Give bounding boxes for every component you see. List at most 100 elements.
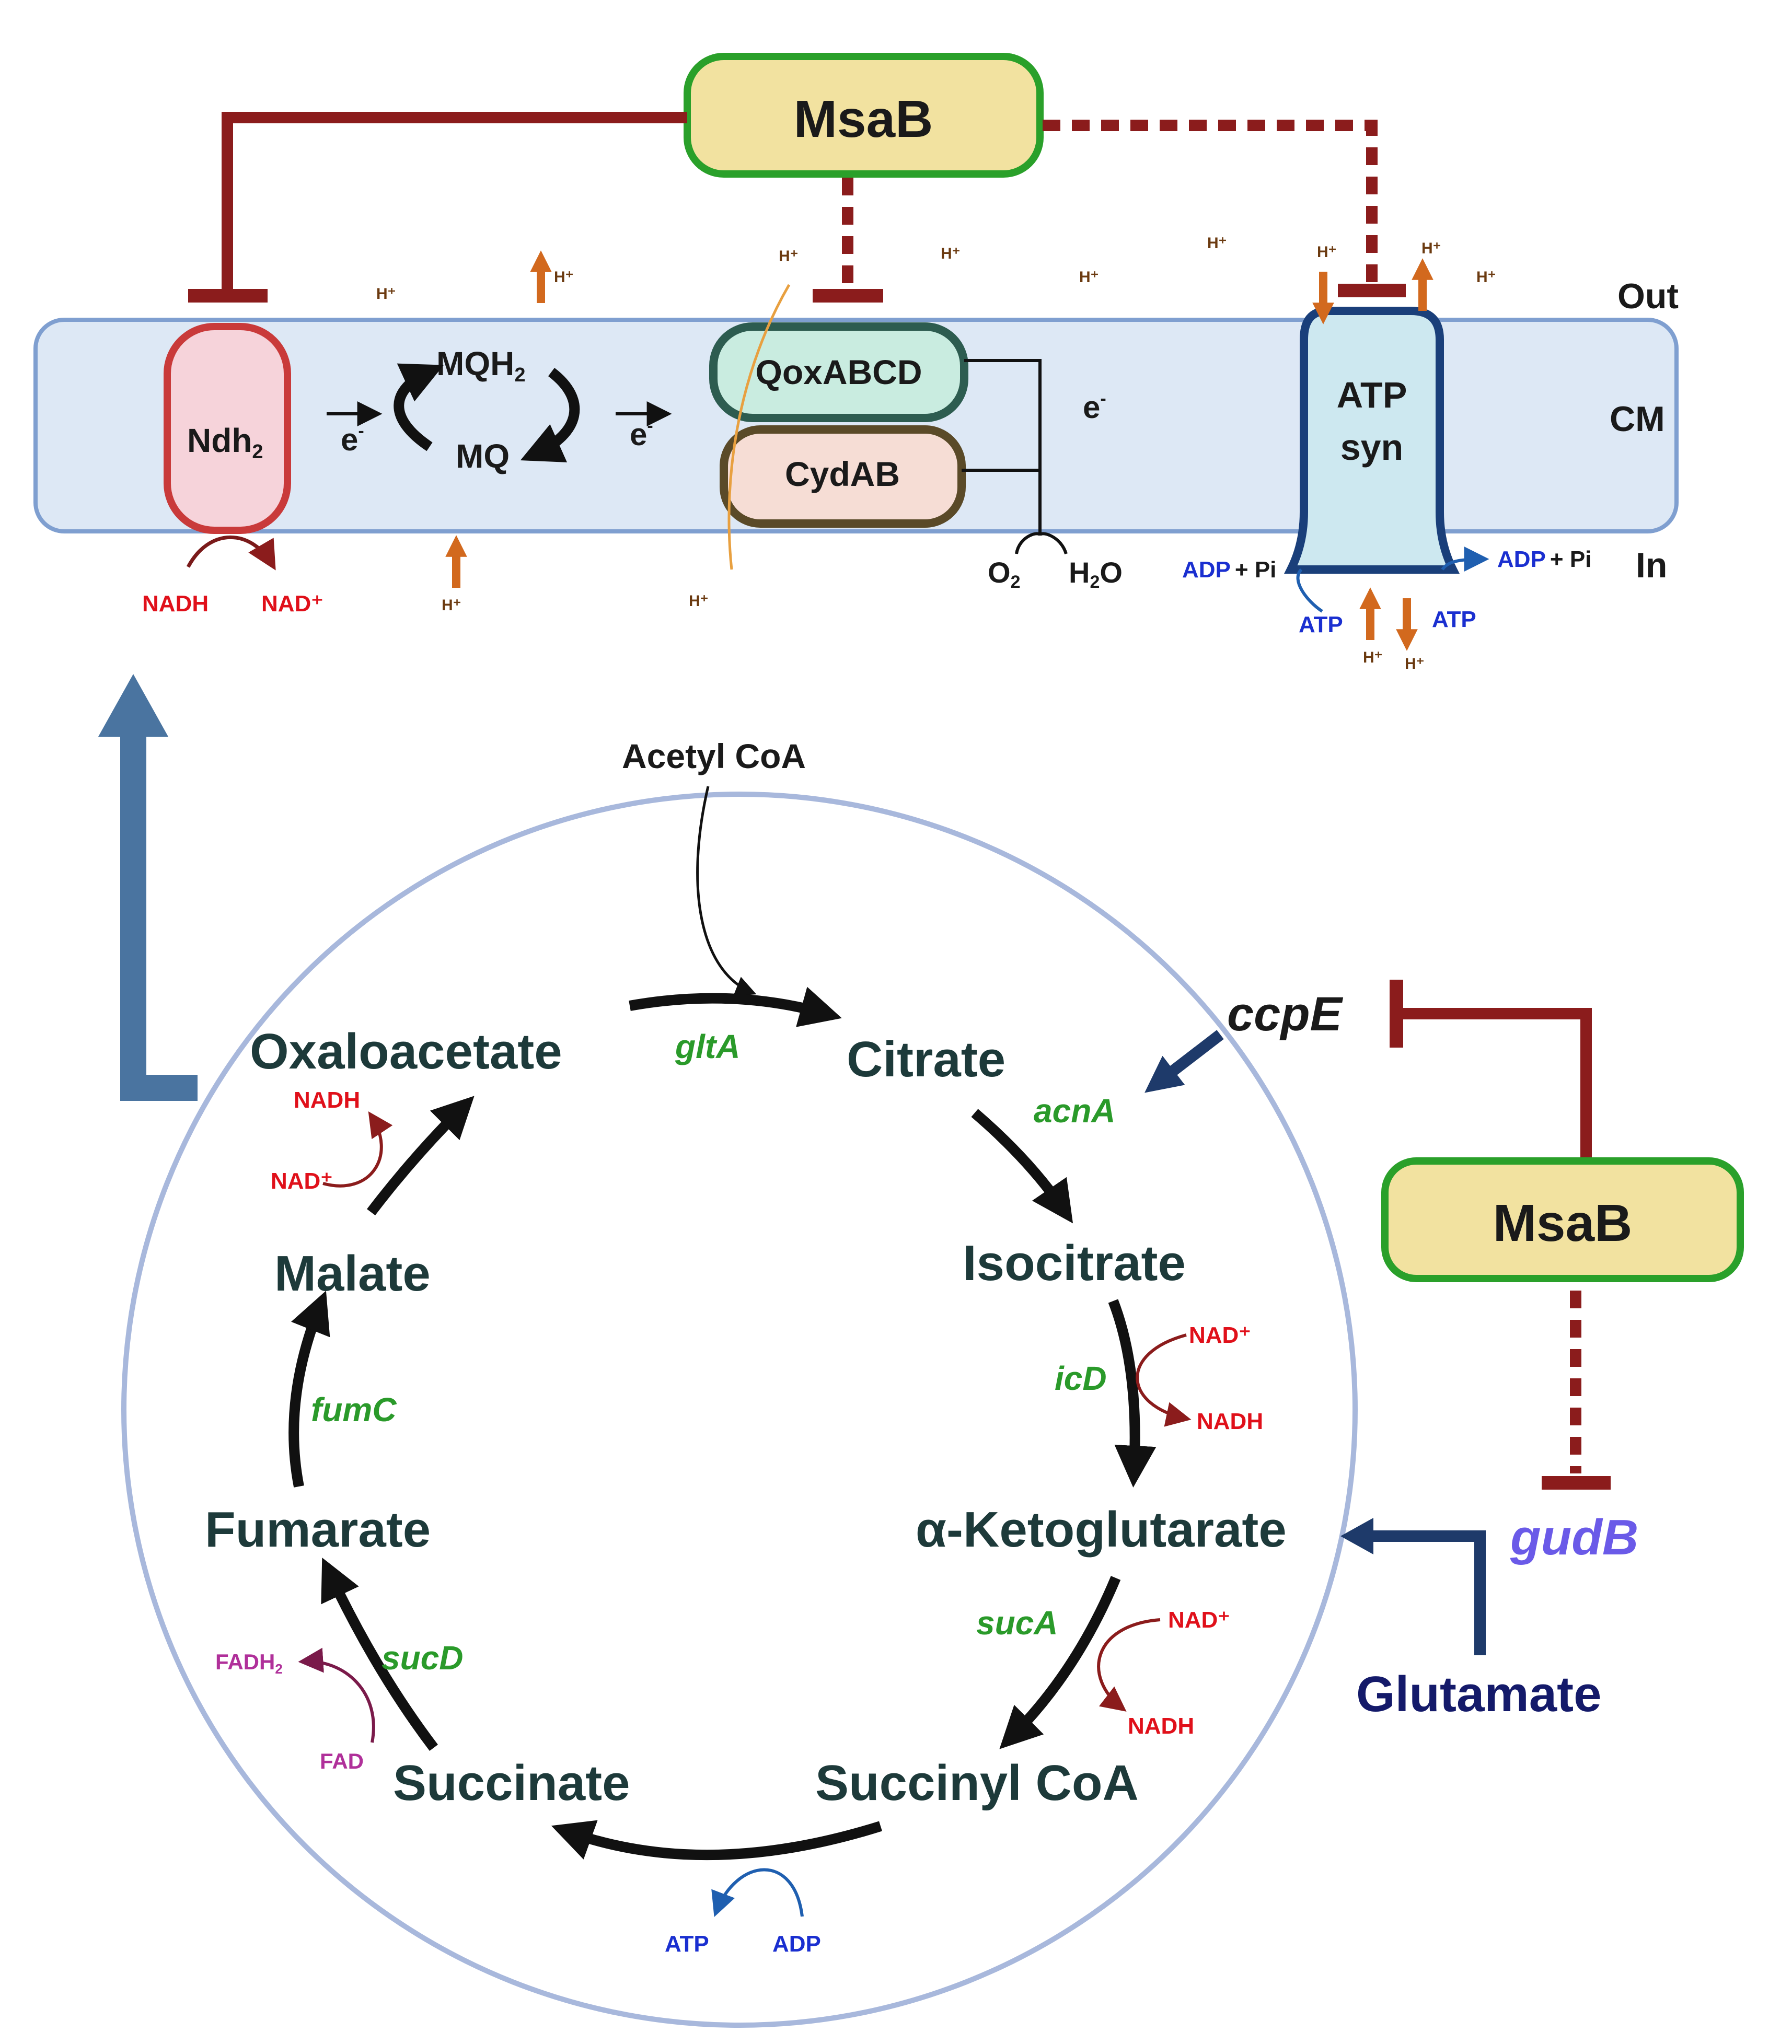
tca-atp-label: ATP <box>665 1931 709 1957</box>
mqh2-label: MQH2 <box>436 345 525 386</box>
tca-cycle-circle <box>121 792 1358 2028</box>
sucA-arrow <box>999 1576 1121 1749</box>
nadplus-label-membrane: NAD⁺ <box>261 591 323 617</box>
mq-label: MQ <box>456 437 510 475</box>
qox-output-line <box>964 359 1042 536</box>
acnA-label: acnA <box>1034 1092 1116 1130</box>
msab-inhibit-ccpE <box>1401 1008 1592 1161</box>
acnA-arrow <box>971 1109 1073 1224</box>
gudB-label: gudB <box>1510 1509 1638 1565</box>
h-plus-13: H⁺ <box>1405 655 1425 672</box>
msab-inhibit-atpsyn <box>1043 120 1378 282</box>
fumC-arrow <box>288 1291 330 1488</box>
h-plus-10: H⁺ <box>442 597 461 614</box>
icD-label: icD <box>1055 1360 1107 1397</box>
tca-adp-label: ADP <box>772 1931 821 1957</box>
in-label: In <box>1636 545 1667 585</box>
h-plus-4: H⁺ <box>941 245 961 262</box>
atp-right: ATP <box>1432 607 1476 632</box>
h-plus-5: H⁺ <box>1079 269 1099 286</box>
e-label-2: e- <box>630 416 653 452</box>
ccpE-to-citrate-arrow <box>1144 1030 1224 1093</box>
succinate-label: Succinate <box>393 1755 630 1811</box>
h2o-label: H2O <box>1069 556 1123 592</box>
e-label-1: e- <box>341 421 364 457</box>
sucA-nadh: NADH <box>1128 1713 1194 1739</box>
fumC-label: fumC <box>311 1391 397 1429</box>
h-plus-6: H⁺ <box>1207 235 1227 252</box>
o2-h2o-fork <box>1015 532 1068 554</box>
tca-to-membrane-arrow <box>120 729 198 1101</box>
h-plus-12: H⁺ <box>1363 649 1383 666</box>
gltA-arrow <box>629 986 842 1027</box>
succinyl-coa-label: Succinyl CoA <box>815 1755 1139 1811</box>
atp-synthesis-right-arc <box>1441 547 1489 572</box>
icD-nadplus: NAD⁺ <box>1189 1322 1251 1348</box>
atp-synthesis-left-arc <box>1296 568 1323 613</box>
e-label-3: e- <box>1083 389 1106 425</box>
sucA-nadplus: NAD⁺ <box>1168 1607 1230 1633</box>
fad-label: FAD <box>320 1749 364 1773</box>
h-plus-9: H⁺ <box>1476 269 1496 286</box>
qoxabcd-complex <box>709 322 968 422</box>
icD-redox-arc <box>1136 1333 1192 1427</box>
gltA-label: gltA <box>675 1028 740 1065</box>
adp-pi-right: ADP+ Pi <box>1497 547 1591 572</box>
atp-left: ATP <box>1299 612 1343 637</box>
icD-arrow <box>1108 1299 1157 1488</box>
isocitrate-label: Isocitrate <box>963 1235 1186 1291</box>
h-plus-8: H⁺ <box>1421 240 1441 257</box>
sucA-label: sucA <box>976 1604 1058 1642</box>
glutamate-label: Glutamate <box>1356 1666 1601 1722</box>
succinyl-to-succinate-arrow <box>551 1820 882 1861</box>
fad-redox-arc <box>298 1647 375 1743</box>
msab-inhibit-ndh2 <box>222 112 687 294</box>
o2-label: O2 <box>988 556 1020 592</box>
malate-redox-arc <box>322 1111 393 1188</box>
adp-pi-left: ADP+ Pi <box>1182 557 1276 583</box>
h-plus-3: H⁺ <box>779 248 799 265</box>
mq-cycle-left-arrow <box>394 363 444 451</box>
ndh2-protein <box>164 323 291 534</box>
acetyl-coa-arrow <box>696 786 757 996</box>
oxaloacetate-label: Oxaloacetate <box>250 1024 562 1079</box>
h-plus-7: H⁺ <box>1317 243 1337 261</box>
nadh-reaction-arc <box>186 535 276 571</box>
fumarate-label: Fumarate <box>205 1502 431 1558</box>
malate-nadplus: NAD⁺ <box>271 1168 333 1194</box>
akg-label: α-Ketoglutarate <box>916 1502 1287 1558</box>
malate-label: Malate <box>274 1246 431 1302</box>
atp-syn-label-2: syn <box>1340 427 1404 468</box>
malate-to-oxaloacetate-arrow <box>367 1096 475 1216</box>
cydab-label: CydAB <box>785 455 900 493</box>
fadh2-label: FADH2 <box>215 1650 283 1677</box>
proton-channel-line <box>727 284 791 570</box>
h-plus-1: H⁺ <box>376 285 396 303</box>
h-plus-2: H⁺ <box>554 269 574 286</box>
icD-nadh: NADH <box>1197 1409 1263 1434</box>
citrate-label: Citrate <box>847 1031 1005 1087</box>
nadh-label-membrane: NADH <box>142 591 209 617</box>
glutamate-to-akg-arrow <box>1369 1530 1486 1655</box>
sucA-redox-arc <box>1097 1618 1161 1712</box>
tca-to-membrane-arrowhead <box>98 674 168 737</box>
ccpE-label: ccpE <box>1227 988 1344 1041</box>
msab-right-label: MsaB <box>1493 1194 1633 1252</box>
cydab-complex <box>720 425 966 528</box>
atp-syn-label-1: ATP <box>1337 375 1407 415</box>
glutamate-arrowhead <box>1340 1518 1373 1554</box>
ndh2-label: Ndh2 <box>187 422 263 463</box>
atp-synthase <box>1284 307 1460 574</box>
sucD-arrow <box>321 1558 438 1751</box>
qoxabcd-label: QoxABCD <box>755 353 922 391</box>
h-plus-11: H⁺ <box>689 593 709 610</box>
cm-label: CM <box>1610 399 1665 439</box>
out-label: Out <box>1617 276 1679 316</box>
msab-top-label: MsaB <box>794 90 933 148</box>
atp-adp-arc <box>711 1868 804 1917</box>
msab-right-box <box>1381 1157 1744 1282</box>
malate-nadh: NADH <box>294 1087 360 1113</box>
acetyl-coa-label: Acetyl CoA <box>622 737 806 775</box>
mq-cycle-right-arrow <box>520 368 580 462</box>
